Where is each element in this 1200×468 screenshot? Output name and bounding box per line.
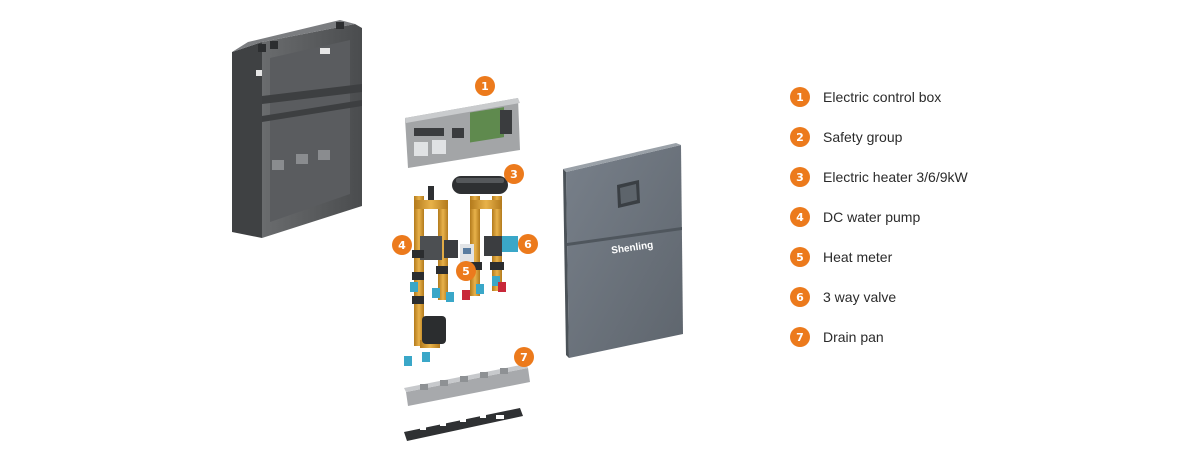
callout-number: 5: [462, 265, 470, 278]
legend-label: Drain pan: [823, 329, 884, 345]
legend-label: Electric control box: [823, 89, 942, 105]
drain-pan: [404, 364, 530, 406]
legend-item: 4 DC water pump: [790, 206, 1170, 228]
legend-number-badge: 5: [790, 247, 810, 267]
callout-number: 7: [520, 351, 528, 364]
callout-number: 1: [481, 80, 489, 93]
mounting-frame: [232, 20, 362, 238]
legend-number-badge: 2: [790, 127, 810, 147]
legend-label: Heat meter: [823, 249, 893, 265]
legend-number-badge: 7: [790, 327, 810, 347]
legend-number-badge: 3: [790, 167, 810, 187]
legend-item: 7 Drain pan: [790, 326, 1170, 348]
legend-item: 3 Electric heater 3/6/9kW: [790, 166, 1170, 188]
legend-item: 5 Heat meter: [790, 246, 1170, 268]
legend-number-badge: 1: [790, 87, 810, 107]
callout-badge-4: 4: [392, 235, 412, 255]
callout-badge-3: 3: [504, 164, 524, 184]
callout-number: 6: [524, 238, 532, 251]
legend-label: DC water pump: [823, 209, 921, 225]
callout-badge-7: 7: [514, 347, 534, 367]
legend-number-badge: 4: [790, 207, 810, 227]
legend-label: Electric heater 3/6/9kW: [823, 169, 968, 185]
component-legend: 1 Electric control box 2 Safety group 3 …: [790, 86, 1170, 366]
callout-badge-5: 5: [456, 261, 476, 281]
front-cover: Shenling: [563, 143, 683, 358]
legend-number-badge: 6: [790, 287, 810, 307]
legend-item: 2 Safety group: [790, 126, 1170, 148]
legend-label: 3 way valve: [823, 289, 897, 305]
electric-heater: [428, 176, 508, 200]
callout-badge-6: 6: [518, 234, 538, 254]
bottom-plate: [404, 408, 523, 441]
electric-control-box: [405, 98, 520, 168]
legend-label: Safety group: [823, 129, 903, 145]
callout-number: 3: [510, 168, 518, 181]
callout-number: 4: [398, 239, 406, 252]
legend-item: 6 3 way valve: [790, 286, 1170, 308]
hydraulic-module: [404, 196, 518, 366]
legend-item: 1 Electric control box: [790, 86, 1170, 108]
callout-badge-1: 1: [475, 76, 495, 96]
